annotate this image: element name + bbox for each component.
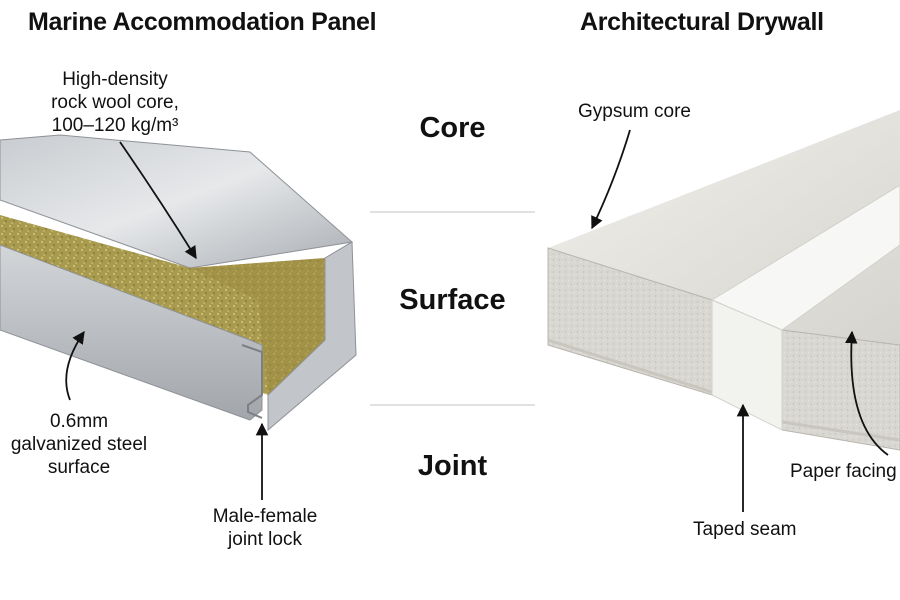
rock-wool-end-face xyxy=(190,258,325,395)
callout-surface-left: 0.6mm galvanized steel surface xyxy=(10,411,148,478)
seam-tape-front xyxy=(711,299,783,431)
comparison-label-core: Core xyxy=(419,112,486,144)
comparison-label-joint: Joint xyxy=(417,450,488,482)
comparison-label-surface: Surface xyxy=(399,284,506,316)
callout-seam-right: Taped seam xyxy=(693,519,797,540)
steel-bottom-surface xyxy=(0,244,263,421)
callout-core-left: High-density rock wool core, 100–120 kg/… xyxy=(51,69,179,136)
joint-lock-notch xyxy=(241,344,263,419)
arrow-core-right xyxy=(591,129,631,230)
callout-joint-left: Male-female joint lock xyxy=(212,506,318,550)
callout-core-right: Gypsum core xyxy=(578,101,691,122)
arrow-core-left xyxy=(119,141,197,260)
callout-facing-right: Paper facing xyxy=(790,461,897,482)
left-panel-title: Marine Accommodation Panel xyxy=(28,8,377,36)
drywall-illustration xyxy=(547,110,900,451)
arrow-surface-left xyxy=(65,330,85,401)
right-panel-title: Architectural Drywall xyxy=(580,8,824,36)
marine-panel-illustration xyxy=(0,134,357,432)
arrow-facing-right xyxy=(844,330,889,456)
